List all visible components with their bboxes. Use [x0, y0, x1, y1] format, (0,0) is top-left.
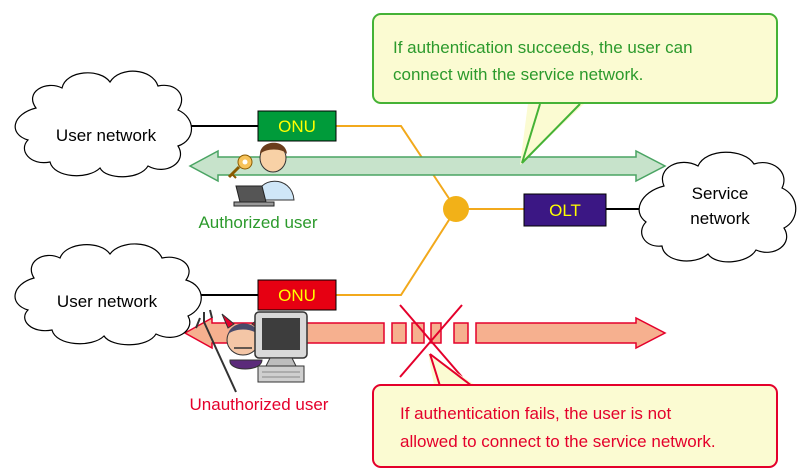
red-x-icon — [399, 304, 463, 378]
fiber-bottom — [336, 208, 457, 296]
authorized-connection-arrow — [188, 149, 667, 183]
cloud-label-line1: Service — [692, 184, 749, 203]
orange-arrow-segment — [453, 322, 469, 344]
unauthorized-user-label: Unauthorized user — [190, 395, 329, 414]
success-callout-line1: If authentication succeeds, the user can — [393, 38, 693, 57]
cloud-label: User network — [57, 292, 158, 311]
splitter-node — [443, 196, 469, 222]
olt-box: OLT — [523, 193, 607, 227]
devil-at-computer-icon — [195, 309, 308, 393]
orange-arrow-segment — [430, 322, 442, 344]
cloud-label-line2: network — [690, 209, 750, 228]
key-icon — [227, 154, 253, 179]
cloud-user-network-top: User network — [14, 70, 193, 178]
orange-arrow-right-head — [475, 316, 667, 350]
onu-label: ONU — [278, 117, 316, 136]
authorized-user-label: Authorized user — [198, 213, 317, 232]
failure-callout: If authentication fails, the user is not… — [372, 353, 778, 468]
success-callout: If authentication succeeds, the user can… — [372, 13, 778, 165]
orange-arrow-segment — [391, 322, 407, 344]
onu-label: ONU — [278, 286, 316, 305]
onu-bottom-box: ONU — [257, 279, 337, 311]
success-callout-line2: connect with the service network. — [393, 65, 643, 84]
cloud-user-network-bottom: User network — [14, 243, 202, 346]
cloud-service-network: Service network — [638, 151, 797, 263]
olt-label: OLT — [549, 201, 581, 220]
onu-top-box: ONU — [257, 110, 337, 142]
laptop-user-with-key-icon — [227, 142, 295, 207]
cloud-label: User network — [56, 126, 157, 145]
failure-callout-line1: If authentication fails, the user is not — [400, 404, 671, 423]
fiber-top — [336, 125, 457, 210]
failure-callout-line2: allowed to connect to the service networ… — [400, 432, 716, 451]
